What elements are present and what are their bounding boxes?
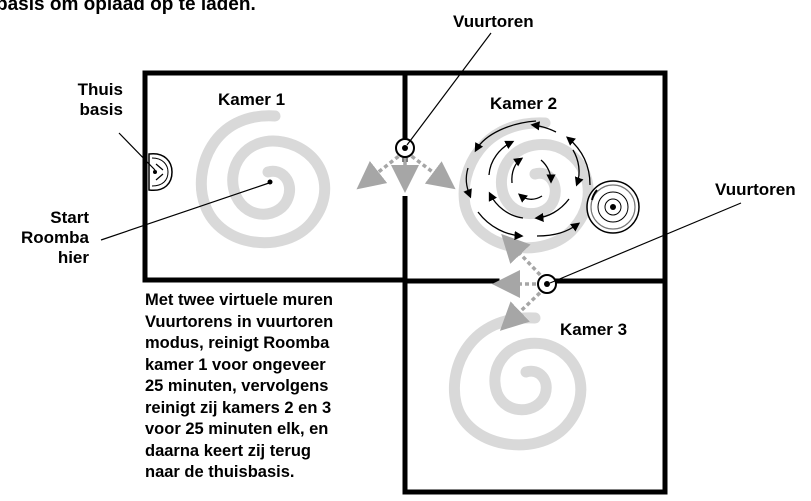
label-home-base: Thuis basis (77, 80, 123, 119)
label-beacon-top: Vuurtoren (453, 12, 534, 31)
beam-top-right (404, 150, 456, 190)
label-start: Start Roomba hier (21, 208, 89, 267)
movement-arrow-10 (488, 140, 515, 176)
beam-right-down (499, 286, 547, 331)
movement-arrow-4 (536, 222, 581, 237)
label-room3: Kamer 3 (560, 320, 628, 339)
lighthouse-icon (395, 138, 415, 158)
room2-walls (402, 70, 668, 284)
label-room2: Kamer 2 (490, 94, 558, 113)
movement-arrow-12 (518, 193, 543, 203)
label-room1: Kamer 1 (218, 90, 286, 109)
movement-arrow-13 (511, 157, 524, 184)
leader-start (100, 182, 270, 241)
room3-walls (402, 278, 668, 495)
caption-text: Met twee virtuele muren Vuurtorens in vu… (145, 291, 334, 481)
movement-arrow-3 (477, 211, 524, 241)
movement-arrow-8 (534, 198, 570, 222)
movement-arrow-6 (530, 121, 557, 133)
movement-arrow-1 (474, 120, 537, 153)
beam-top-left (356, 150, 406, 190)
beam-right-up (501, 233, 547, 282)
home-base-icon (148, 153, 173, 192)
movement-arrow-2 (463, 167, 472, 199)
movement-arrow-5 (566, 136, 591, 186)
room1-spiral (195, 110, 331, 249)
roomba-icon (586, 180, 640, 234)
movement-arrow-9 (488, 191, 524, 219)
leader-beacon-right (549, 202, 742, 284)
movement-arrow-7 (572, 149, 584, 187)
movement-arrow-11 (540, 159, 556, 184)
leader-home-base (118, 132, 156, 171)
label-beacon-right: Vuurtoren (715, 180, 796, 199)
lighthouse-icon (537, 274, 557, 294)
room3-spiral (448, 312, 587, 451)
header-text: basis om oplaad op te laden. (0, 0, 256, 15)
leader-beacon-top (406, 32, 492, 146)
